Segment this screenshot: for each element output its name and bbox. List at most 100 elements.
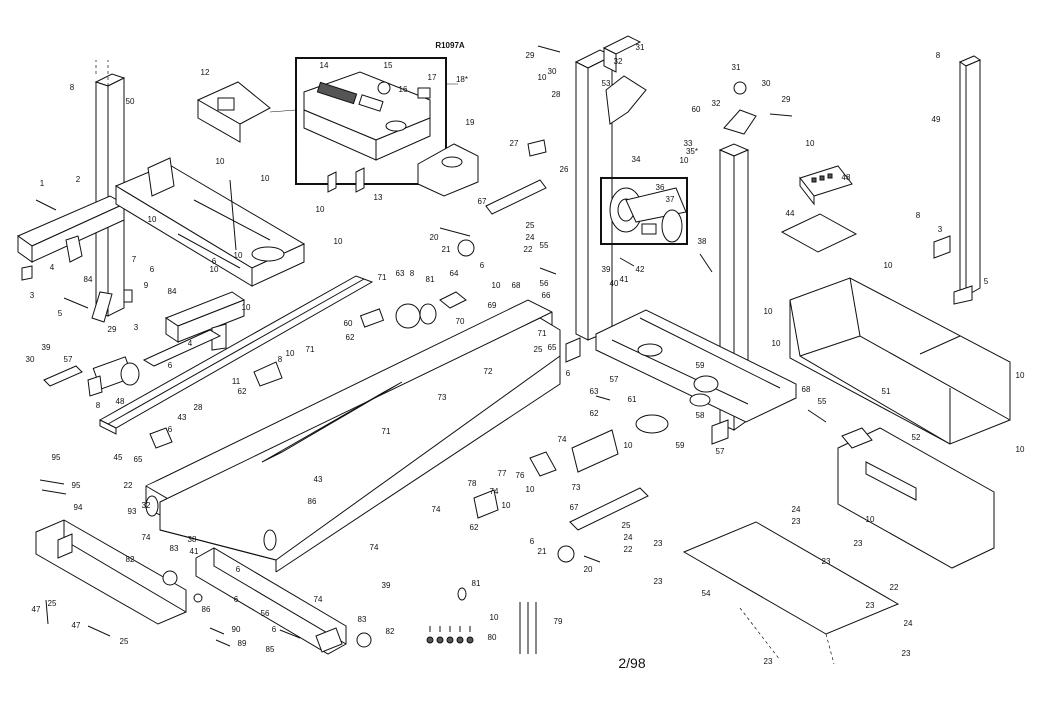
callout-label: 65 bbox=[548, 343, 557, 352]
callout-label: 6 bbox=[150, 265, 155, 274]
callout-label: 68 bbox=[802, 385, 811, 394]
callout-label: 76 bbox=[516, 471, 525, 480]
callout-label: 10 bbox=[502, 501, 511, 510]
callout-label: 21 bbox=[442, 245, 451, 254]
callout-label: 77 bbox=[498, 469, 507, 478]
callout-label: 74 bbox=[314, 595, 323, 604]
callout-label: 73 bbox=[438, 393, 447, 402]
motor-hood bbox=[789, 277, 1011, 445]
loose-hardware bbox=[39, 479, 537, 654]
callout-label: 25 bbox=[120, 637, 129, 646]
motor-assembly bbox=[87, 356, 140, 397]
callout-label: 64 bbox=[450, 269, 459, 278]
callout-label: 95 bbox=[52, 453, 61, 462]
callout-label: 81 bbox=[472, 579, 481, 588]
callout-label: 78 bbox=[468, 479, 477, 488]
callout-label: 42 bbox=[636, 265, 645, 274]
walking-deck bbox=[145, 291, 561, 573]
callout-label: 71 bbox=[306, 345, 315, 354]
callout-label: 94 bbox=[74, 503, 83, 512]
callout-label: 10 bbox=[1016, 371, 1025, 380]
callout-label: 81 bbox=[426, 275, 435, 284]
callout-label: 63 bbox=[590, 387, 599, 396]
callout-label: 65 bbox=[134, 455, 143, 464]
callout-label: 69 bbox=[488, 301, 497, 310]
callout-label: 36 bbox=[656, 183, 665, 192]
callout-label: 25 bbox=[526, 221, 535, 230]
callout-label: 33 bbox=[684, 139, 693, 148]
callout-label: 2 bbox=[76, 175, 81, 184]
callout-label: 62 bbox=[590, 409, 599, 418]
callout-label: 95 bbox=[72, 481, 81, 490]
callout-label: 39 bbox=[602, 265, 611, 274]
callout-label: 74 bbox=[558, 435, 567, 444]
callout-label: 74 bbox=[490, 487, 499, 496]
callout-label: 6 bbox=[566, 369, 571, 378]
callout-label: 11 bbox=[232, 377, 241, 386]
callout-label: 50 bbox=[126, 97, 135, 106]
callout-label: 67 bbox=[478, 197, 487, 206]
callout-label: 21 bbox=[538, 547, 547, 556]
callout-label: 79 bbox=[554, 617, 563, 626]
callout-label: 23 bbox=[654, 539, 663, 548]
callout-label: 41 bbox=[190, 547, 199, 556]
callout-label: 10 bbox=[680, 156, 689, 165]
callout-label: 84 bbox=[84, 275, 93, 284]
callout-label: 23 bbox=[654, 577, 663, 586]
callout-label: 82 bbox=[126, 555, 135, 564]
callout-label: 3 bbox=[938, 225, 943, 234]
callout-label: 10 bbox=[261, 174, 270, 183]
callout-label: 30 bbox=[548, 67, 557, 76]
callout-label: 10 bbox=[316, 205, 325, 214]
callout-label: 7 bbox=[132, 255, 137, 264]
callout-label: 93 bbox=[128, 507, 137, 516]
callout-label: 39 bbox=[42, 343, 51, 352]
callout-label: 29 bbox=[782, 95, 791, 104]
callout-label: 23 bbox=[866, 601, 875, 610]
callout-label: 10 bbox=[242, 303, 251, 312]
callout-label: 74 bbox=[432, 505, 441, 514]
callout-label: 10 bbox=[216, 157, 225, 166]
callout-label: 60 bbox=[344, 319, 353, 328]
callout-label: 8 bbox=[278, 355, 283, 364]
callout-label: 19 bbox=[466, 118, 475, 127]
callout-label: 59 bbox=[676, 441, 685, 450]
console-assembly bbox=[196, 57, 479, 197]
callout-label: 57 bbox=[64, 355, 73, 364]
callout-label: 58 bbox=[696, 411, 705, 420]
callout-label: 82 bbox=[386, 627, 395, 636]
callout-label: 6 bbox=[272, 625, 277, 634]
callout-label: 71 bbox=[378, 273, 387, 282]
callout-label: 8 bbox=[936, 51, 941, 60]
callout-label: 22 bbox=[624, 545, 633, 554]
callout-label: 8 bbox=[70, 83, 75, 92]
callout-label: 10 bbox=[1016, 445, 1025, 454]
callout-label: 6 bbox=[480, 261, 485, 270]
callout-label: 3 bbox=[30, 291, 35, 300]
callout-label: 84 bbox=[168, 287, 177, 296]
base-plate bbox=[682, 521, 900, 665]
callout-label: 4 bbox=[188, 339, 193, 348]
callout-label: 31 bbox=[732, 63, 741, 72]
callout-label: 17 bbox=[428, 73, 437, 82]
callout-label: 32 bbox=[614, 57, 623, 66]
callout-label: 10 bbox=[492, 281, 501, 290]
callout-label: 52 bbox=[912, 433, 921, 442]
callout-label: 22 bbox=[124, 481, 133, 490]
callout-label: 56 bbox=[540, 279, 549, 288]
callout-label: 85 bbox=[266, 645, 275, 654]
callout-label: 61 bbox=[628, 395, 637, 404]
callout-label: 47 bbox=[72, 621, 81, 630]
callout-label: 30 bbox=[26, 355, 35, 364]
control-board bbox=[780, 165, 858, 253]
callout-label: 6 bbox=[212, 257, 217, 266]
callout-label: 22 bbox=[890, 583, 899, 592]
callout-label: 6 bbox=[168, 361, 173, 370]
callout-label: 10 bbox=[772, 339, 781, 348]
callout-label: 38 bbox=[698, 237, 707, 246]
callout-label: 23 bbox=[792, 517, 801, 526]
callout-label: 34 bbox=[632, 155, 641, 164]
callout-label: 10 bbox=[624, 441, 633, 450]
callout-label: 55 bbox=[540, 241, 549, 250]
callout-label: 8 bbox=[410, 269, 415, 278]
